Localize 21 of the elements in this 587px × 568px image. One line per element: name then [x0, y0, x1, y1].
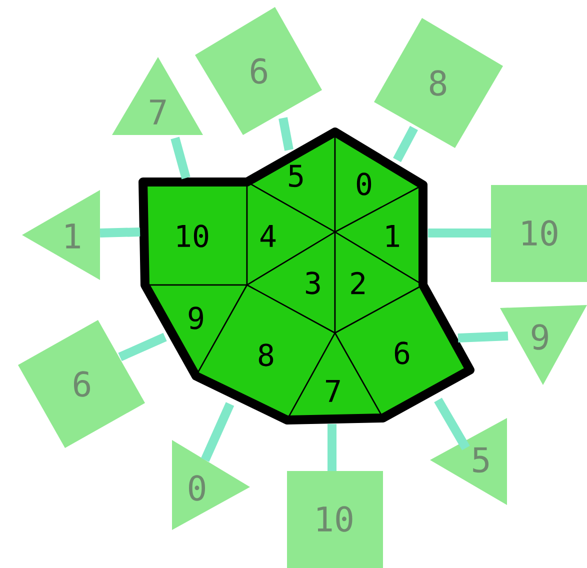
- connector-line: [328, 424, 336, 471]
- puzzle-piece: 5: [430, 418, 507, 505]
- connector-line: [118, 332, 167, 362]
- connector-line: [100, 228, 140, 238]
- puzzle-piece: 1: [22, 190, 100, 280]
- puzzle-piece: 10: [287, 471, 383, 568]
- connector-line: [458, 332, 508, 342]
- connector-line: [278, 117, 294, 151]
- board-cell: 10: [142, 181, 248, 286]
- puzzle-piece: 8: [374, 18, 503, 148]
- board-outline: [138, 128, 474, 424]
- puzzle-piece: 6: [18, 320, 145, 448]
- connector-line: [170, 136, 190, 180]
- connector-line: [428, 228, 491, 238]
- connector-line: [200, 402, 234, 462]
- puzzle-piece: 7: [112, 57, 203, 135]
- puzzle-piece: 0: [172, 440, 250, 530]
- connector-line: [434, 398, 470, 450]
- puzzle-piece: 9: [500, 305, 587, 385]
- puzzle-piece: 10: [491, 185, 587, 282]
- connector-line: [393, 126, 418, 162]
